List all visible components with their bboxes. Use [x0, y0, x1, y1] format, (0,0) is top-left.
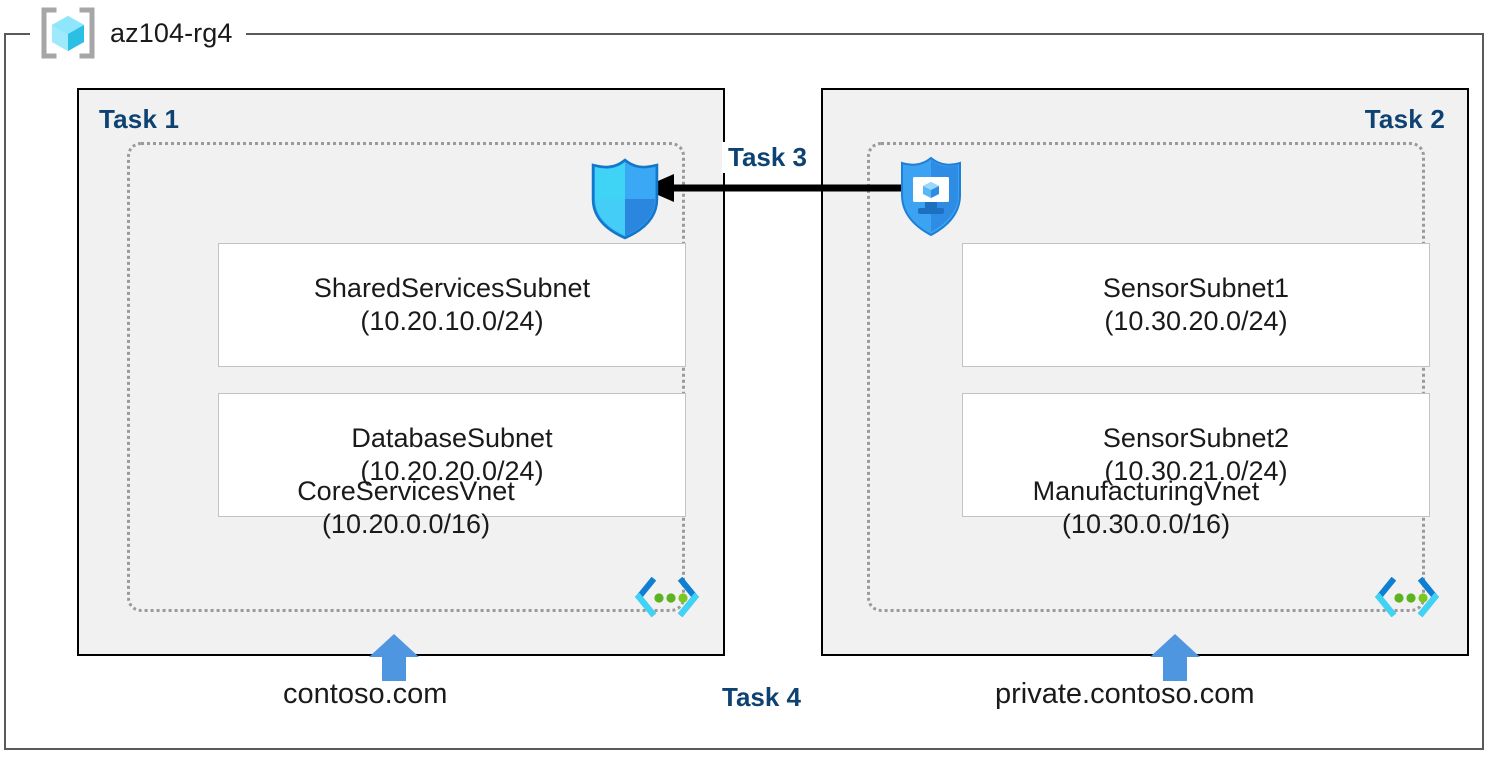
task-2-panel: Task 2 SensorSubnet1 (10.30.20.0/24) Sen… — [821, 88, 1469, 656]
manufacturingvnet-caption: ManufacturingVnet (10.30.0.0/16) — [870, 475, 1422, 542]
vnet-peering-arrow — [640, 168, 912, 208]
subnet-cidr: (10.30.21.0/24) — [1104, 456, 1288, 486]
vnet-name: ManufacturingVnet — [1032, 476, 1260, 506]
subnet-sensorsubnet1: SensorSubnet1 (10.30.20.0/24) — [962, 243, 1430, 367]
subnet-cidr: (10.30.20.0/24) — [1104, 306, 1288, 336]
task-2-label: Task 2 — [1364, 104, 1445, 134]
up-arrow-icon — [367, 633, 421, 681]
virtual-network-icon — [1374, 576, 1440, 618]
resource-group-name: az104-rg4 — [110, 17, 233, 48]
task-1-label: Task 1 — [99, 104, 180, 134]
subnet-databasesubnet: DatabaseSubnet (10.20.20.0/24) — [218, 393, 686, 517]
bastion-protected-vm-shield-icon — [897, 155, 965, 241]
subnet-sensorsubnet2: SensorSubnet2 (10.30.21.0/24) — [962, 393, 1430, 517]
vnet-cidr: (10.20.0.0/16) — [321, 509, 491, 540]
coreservicesvnet-boundary: SharedServicesSubnet (10.20.10.0/24) Dat… — [127, 142, 700, 618]
up-arrow-icon — [1148, 633, 1202, 681]
resource-group-frame — [4, 33, 1484, 750]
task-4-label: Task 4 — [722, 682, 802, 712]
task-3-label: Task 3 — [722, 142, 814, 173]
manufacturingvnet-boundary: SensorSubnet1 (10.30.20.0/24) SensorSubn… — [867, 142, 1440, 618]
subnet-name: SensorSubnet2 — [1102, 422, 1290, 453]
resource-group-header: az104-rg4 — [30, 0, 247, 66]
resource-group-cube-icon — [40, 7, 96, 59]
subnet-name: SensorSubnet1 — [1102, 272, 1290, 303]
subnet-sharedservicessubnet: SharedServicesSubnet (10.20.10.0/24) — [218, 243, 686, 367]
coreservicesvnet-caption: CoreServicesVnet (10.20.0.0/16) — [130, 475, 682, 542]
dns-zone-contoso: contoso.com — [283, 678, 448, 710]
subnet-cidr: (10.20.10.0/24) — [360, 306, 544, 336]
vnet-cidr: (10.30.0.0/16) — [1061, 509, 1231, 540]
dns-zone-private-contoso: private.contoso.com — [995, 678, 1255, 710]
subnet-name: DatabaseSubnet — [351, 422, 553, 453]
virtual-network-icon — [634, 576, 700, 618]
subnet-cidr: (10.20.20.0/24) — [360, 456, 544, 486]
subnet-name: SharedServicesSubnet — [313, 272, 591, 303]
vnet-name: CoreServicesVnet — [297, 476, 515, 506]
network-security-shield-icon — [585, 157, 665, 241]
